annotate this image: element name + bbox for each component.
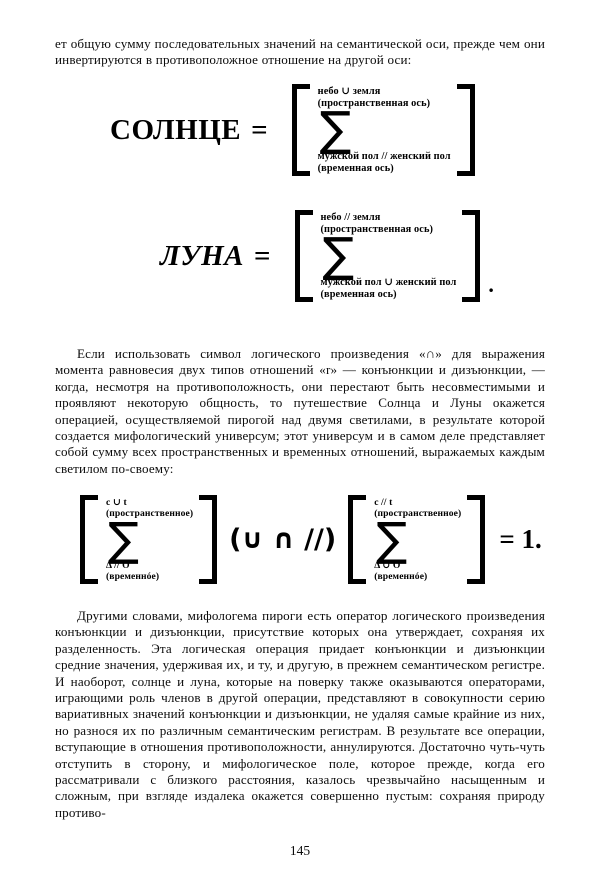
bracket-right-icon xyxy=(199,495,218,584)
sigma-icon: ∑ xyxy=(376,512,408,566)
paragraph-bottom: Другими словами, мифологема пироги есть … xyxy=(55,608,545,820)
formula-moon-trailing-period: . xyxy=(488,272,494,298)
sigma-icon: ∑ xyxy=(108,512,139,566)
formula-product-equation: c ∪ t (пространственное) ∑ Δ // O (време… xyxy=(80,495,542,584)
formula-big-left-upper-line1: c ∪ t xyxy=(106,497,127,508)
sigma-icon: ∑ xyxy=(322,228,355,284)
formula-moon-equals: = xyxy=(253,239,271,272)
paragraph-top-continuation: ет общую сумму последовательных значений… xyxy=(55,36,545,68)
formula-big-right-lower-line1: Δ ∪ O xyxy=(374,560,401,571)
formula-moon-bracket-group: небо // земля (пространственная ось) ∑ м… xyxy=(294,210,481,303)
formula-big-left-lower-line2: (временнóе) xyxy=(106,571,160,582)
formula-big-right-lower-line2: (временнóе) xyxy=(374,571,428,582)
page-number: 145 xyxy=(289,843,311,858)
formula-big-left-bracket-group: c ∪ t (пространственное) ∑ Δ // O (време… xyxy=(80,495,218,584)
formula-moon-lower-line1: мужской пол ∪ женский пол xyxy=(320,277,457,289)
formula-big-left-body: c ∪ t (пространственное) ∑ Δ // O (време… xyxy=(98,495,199,584)
formula-moon-upper-line1: небо // земля xyxy=(320,212,381,223)
formula-big-left-upper-line2: (пространственное) xyxy=(106,508,194,519)
formula-big-right-upper-line1: c // t xyxy=(374,497,393,508)
bracket-right-icon xyxy=(462,210,481,303)
formula-sun-body: небо ∪ земля (пространственная ось) ∑ му… xyxy=(310,84,457,176)
formula-sun-equals: = xyxy=(251,113,268,146)
formula-sun-label: СОЛНЦЕ xyxy=(110,113,242,146)
paragraph-middle: Если использовать символ логического про… xyxy=(55,346,545,476)
formula-sun-upper-line1: небо ∪ земля xyxy=(317,86,381,97)
formula-moon-upper-line2: (пространственная ось) xyxy=(320,223,434,235)
sigma-icon: ∑ xyxy=(319,102,352,158)
formula-sun-lower-line2: (временная ось) xyxy=(317,162,394,174)
formula-moon-body: небо // земля (пространственная ось) ∑ м… xyxy=(313,210,463,302)
formula-big-middle-operator: (∪ ∩ //) xyxy=(229,524,337,555)
formula-moon-label: ЛУНА xyxy=(160,239,244,272)
formula-big-result: = 1. xyxy=(499,524,542,554)
formula-big-left-lower-line1: Δ // O xyxy=(106,560,130,571)
bracket-left-icon xyxy=(80,495,98,584)
bracket-right-icon xyxy=(467,495,486,584)
bracket-right-icon xyxy=(456,84,475,177)
formula-moon-lower-line2: (временная ось) xyxy=(320,288,397,300)
formula-sun-upper-line2: (пространственная ось) xyxy=(317,97,431,109)
formula-sun: СОЛНЦЕ = небо ∪ земля (пространственная … xyxy=(110,84,475,177)
bracket-left-icon xyxy=(291,84,310,177)
formula-big-right-bracket-group: c // t (пространственное) ∑ Δ ∪ O (време… xyxy=(348,495,486,584)
formula-sun-lower-line1: мужской пол // женский пол xyxy=(317,151,451,163)
formula-moon: ЛУНА = небо // земля (пространственная о… xyxy=(160,210,494,303)
formula-big-right-upper-line2: (пространственное) xyxy=(374,508,462,519)
formula-big-right-body: c // t (пространственное) ∑ Δ ∪ O (време… xyxy=(366,495,467,584)
bracket-left-icon xyxy=(294,210,313,303)
formula-sun-bracket-group: небо ∪ земля (пространственная ось) ∑ му… xyxy=(291,84,475,177)
bracket-left-icon xyxy=(348,495,367,584)
